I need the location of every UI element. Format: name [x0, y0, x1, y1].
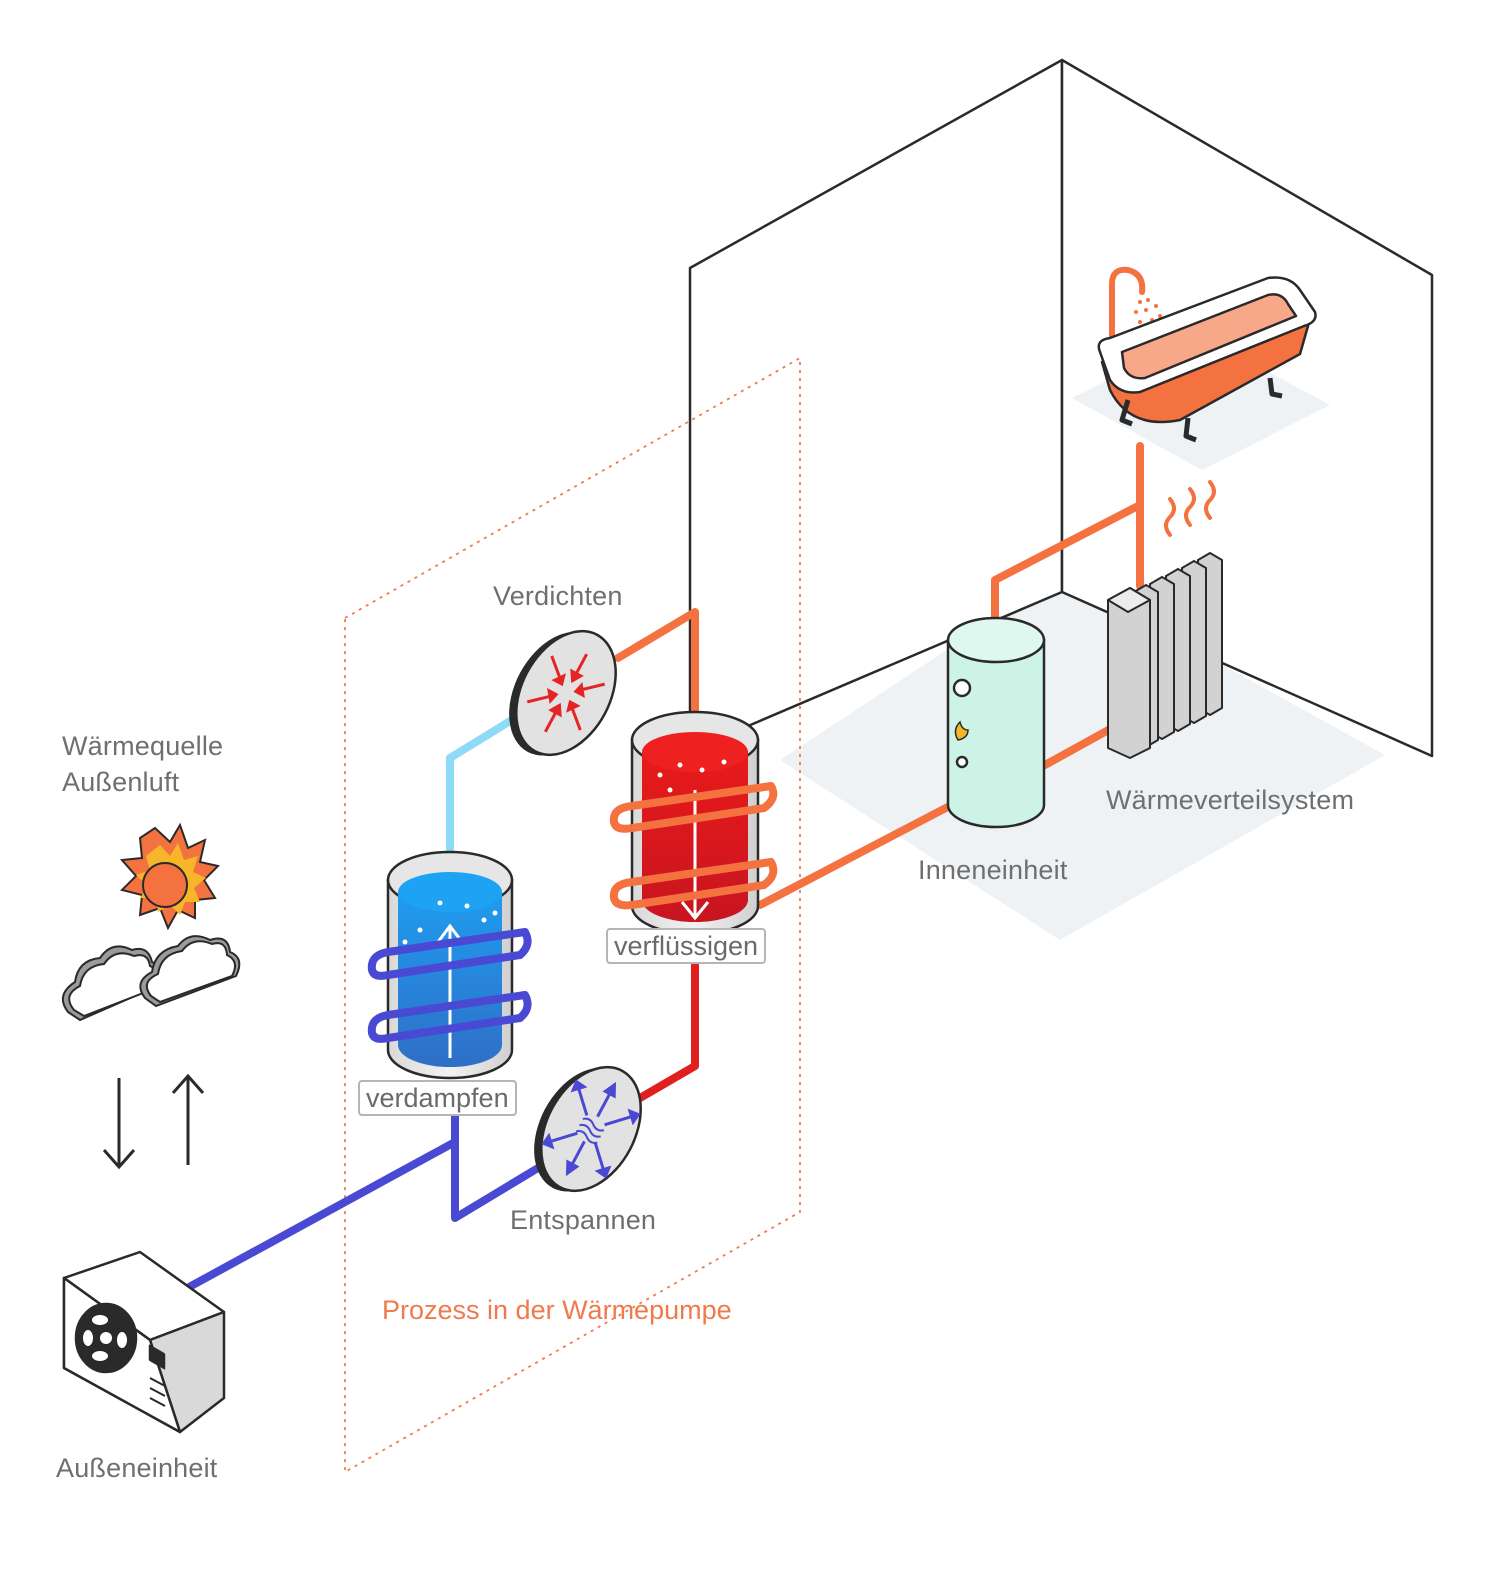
room-floor [780, 575, 1385, 940]
outdoor-unit-icon [62, 1250, 226, 1434]
pipes [176, 442, 1144, 1296]
sun-cloud-icon [61, 822, 241, 1022]
storage-tank-icon [946, 616, 1046, 829]
indoor-unit-label: Inneneinheit [918, 855, 1068, 885]
outdoor-unit-label: Außeneinheit [56, 1453, 218, 1483]
evaporate-label: verdampfen [358, 1080, 517, 1116]
up-arrow-icon [171, 1073, 205, 1165]
indoor-to-radiator [1041, 724, 1116, 769]
expand-label: Entspannen [510, 1205, 657, 1235]
heat-source-label: Wärmequelle [62, 731, 224, 761]
compressor-disc-icon [509, 629, 617, 757]
cold-pipe-outdoor [176, 1138, 552, 1296]
compressor-to-condenser [614, 608, 699, 744]
hot-refrigerant-pipe [636, 961, 699, 1102]
process-frame [344, 356, 801, 1474]
distribution-label: Wärmeverteilsystem [1106, 785, 1355, 815]
indoor-to-bath [991, 442, 1144, 632]
bathtub-icon [1097, 276, 1317, 443]
radiator-icon [1107, 552, 1223, 759]
process-label: Prozess in der Wärmepumpe [382, 1295, 732, 1325]
room [688, 58, 1434, 940]
heat-source-sublabel: Außenluft [62, 767, 180, 797]
condenser-tank-icon [609, 710, 778, 936]
condenser-to-indoor [756, 794, 969, 909]
back-wall-left [688, 58, 1064, 754]
evaporator-tank-icon [367, 850, 532, 1080]
down-arrow-icon [102, 1078, 136, 1170]
shower-icon [1109, 266, 1162, 345]
expansion-valve-disc-icon [534, 1065, 642, 1193]
condense-label: verflüssigen [606, 928, 767, 964]
heat-waves-icon [1164, 480, 1216, 537]
vapor-pipe [446, 714, 519, 884]
compress-label: Verdichten [493, 581, 623, 611]
